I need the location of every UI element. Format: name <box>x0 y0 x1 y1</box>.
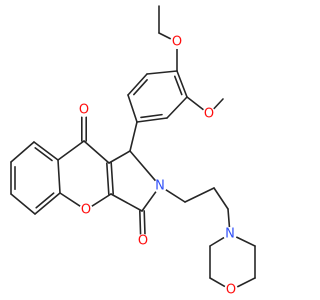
single-bond-c4a-c8a <box>57 159 61 194</box>
single-bond-c9-c4a <box>57 140 85 161</box>
atom-label-o-ethoxy: O <box>172 35 182 50</box>
atom-bg-o-morpholine <box>224 283 238 297</box>
double-bond-c3a-c9a-a <box>110 162 114 195</box>
single-bond-bz1-bz2 <box>10 141 35 163</box>
double-bond-bz4-c8a-inner <box>35 192 55 209</box>
single-bond-p2-p3 <box>213 187 229 210</box>
double-bond-c3-o-lactam-a <box>139 210 142 235</box>
single-bond-a4-a5 <box>127 94 138 123</box>
atom-labels: O O O O O N N O <box>77 35 238 298</box>
single-bond-a6-a1 <box>146 70 178 75</box>
atom-label-n-morpholine: N <box>225 227 235 242</box>
double-bond-a1-a2-outer <box>176 70 188 98</box>
atom-bg-n-morpholine <box>223 227 237 241</box>
double-bond-c3-o-lactam-b <box>143 210 146 235</box>
single-bond-p1-p2 <box>184 187 215 203</box>
atom-bg-o-ethoxy <box>170 35 184 49</box>
atom-label-o-lactam: O <box>138 234 148 249</box>
atom-bg-o-ring <box>79 203 93 217</box>
single-bond-a4-c1 <box>129 121 138 152</box>
single-bond-o-ring-c3a <box>91 193 112 208</box>
double-bond-a3-a4-outer <box>136 117 168 123</box>
single-bond-a2-o-methoxy <box>186 96 205 111</box>
single-bond-c8a-o-ring <box>59 192 81 207</box>
atom-bg-o-methoxy <box>202 107 216 121</box>
single-bond-n-lactam-c3 <box>141 190 157 212</box>
double-bond-a5-a6-outer <box>127 73 148 96</box>
atom-label-o-ring: O <box>81 203 91 218</box>
double-bond-c3a-c9a-b <box>106 162 110 195</box>
single-bond-a2-a3 <box>166 96 188 119</box>
double-bond-a5-a6-inner <box>133 79 148 96</box>
double-bond-c4a-bz1-outer <box>33 141 59 161</box>
single-bond-n-lactam-p1 <box>165 188 186 203</box>
single-bond-c1-n-lactam <box>129 150 157 182</box>
atom-label-o-ketone: O <box>79 103 89 118</box>
atom-label-o-morpholine: O <box>226 283 236 298</box>
single-bond-o-morpholine-m5 <box>236 277 256 288</box>
single-bond-c3-c3a <box>110 193 143 212</box>
single-bond-bz3-bz4 <box>10 193 36 215</box>
single-bond-c9a-c9 <box>83 140 110 164</box>
double-bond-c4a-bz1-inner <box>34 147 53 162</box>
atom-label-n-lactam: N <box>155 179 165 194</box>
single-bond-p3-n-morpholine <box>227 208 231 228</box>
single-bond-m3-o-morpholine <box>209 277 226 288</box>
single-bond-ch2-o-ethoxy <box>158 32 172 40</box>
atom-label-o-methoxy: O <box>204 107 214 122</box>
single-bond-m6-n-morpholine <box>235 236 256 247</box>
atom-bg-n-lactam <box>153 179 167 193</box>
double-bond-a1-a2-inner <box>173 75 183 96</box>
molecule-structure-diagram: O O O O O N N O <box>10 5 256 298</box>
bonds <box>10 5 256 288</box>
double-bond-a3-a4-inner <box>140 113 163 119</box>
atom-bg-o-ketone <box>77 103 91 117</box>
single-bond-c9a-c1 <box>108 150 131 164</box>
single-bond-o-methoxy-ome-ch3 <box>212 98 224 110</box>
double-bond-bz4-c8a-outer <box>34 192 61 215</box>
atom-bg-o-lactam <box>136 234 150 248</box>
single-bond-n-morpholine-m2 <box>209 236 225 247</box>
